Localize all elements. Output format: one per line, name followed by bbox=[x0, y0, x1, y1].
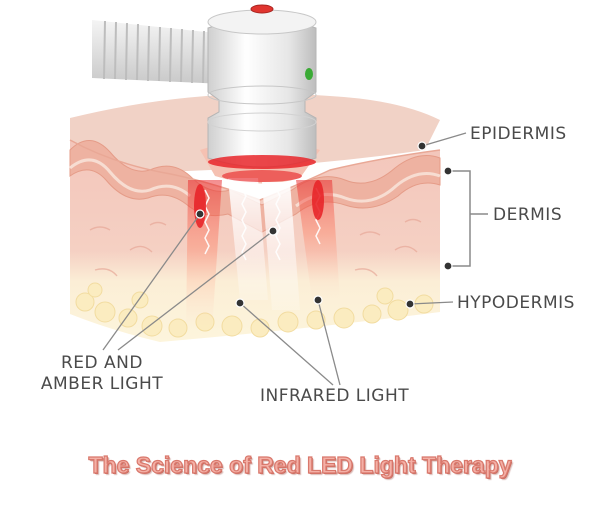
dermis-bracket bbox=[448, 170, 488, 267]
marker-dots bbox=[195, 141, 453, 309]
label-hypodermis: HYPODERMIS bbox=[457, 293, 575, 313]
leader-lines bbox=[102, 132, 467, 386]
label-red-amber-line1: RED AND bbox=[61, 353, 143, 373]
label-red-amber-light: RED AND AMBER LIGHT bbox=[37, 353, 167, 395]
hose-icon bbox=[92, 20, 225, 84]
label-infrared-light: INFRARED LIGHT bbox=[260, 386, 410, 406]
led-handpiece-icon bbox=[207, 4, 317, 169]
power-button-icon bbox=[250, 4, 274, 14]
page-title: The Science of Red LED Light Therapy bbox=[88, 451, 512, 478]
label-dermis: DERMIS bbox=[493, 205, 563, 225]
light-beams bbox=[186, 170, 340, 330]
indicator-light-icon bbox=[305, 68, 313, 80]
label-epidermis: EPIDERMIS bbox=[470, 124, 567, 144]
label-red-amber-line2: AMBER LIGHT bbox=[40, 374, 164, 394]
